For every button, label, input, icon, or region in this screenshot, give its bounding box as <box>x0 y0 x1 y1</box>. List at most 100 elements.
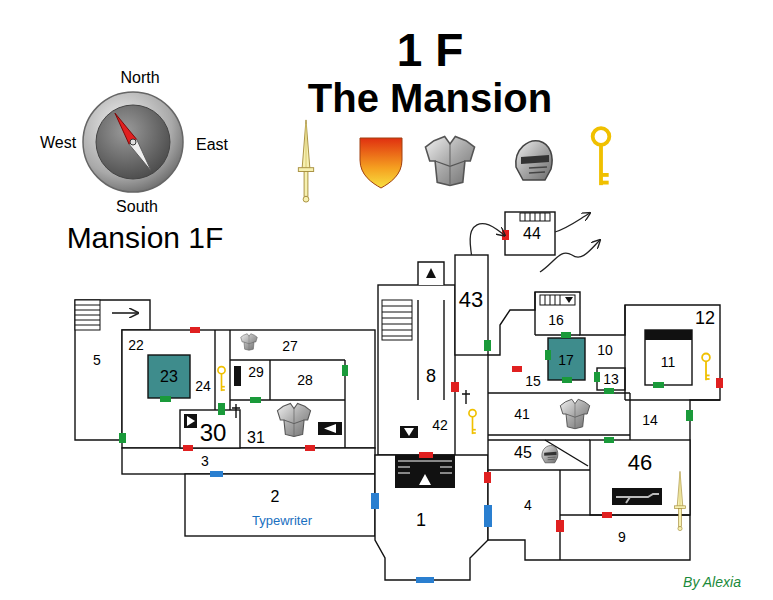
item-legend-icons <box>516 141 552 180</box>
room-area: 13 <box>601 370 621 388</box>
red-door <box>183 230 723 532</box>
mansion-walls <box>534 292 535 335</box>
green-door <box>562 377 572 383</box>
stairs-and-bars <box>462 390 470 404</box>
room-area: 14 <box>640 411 660 429</box>
green-door <box>604 437 614 443</box>
room-number: 3 <box>201 454 209 468</box>
item-icons <box>560 399 589 428</box>
room-number: 9 <box>618 530 626 544</box>
mansion-walls <box>597 368 625 390</box>
mansion-walls <box>269 360 270 400</box>
room-area: 3 <box>199 452 211 470</box>
room-area: 16 <box>546 311 566 329</box>
stairs-and-bars <box>419 474 431 485</box>
mansion-walls <box>148 355 190 398</box>
room-number: 27 <box>282 339 298 353</box>
item-icons <box>674 471 685 530</box>
room-area: 27 <box>280 337 300 355</box>
room-area: 9 <box>616 528 628 546</box>
green-door <box>218 403 225 415</box>
item-icons <box>542 446 558 463</box>
room-area: 11 <box>659 353 678 371</box>
compass <box>111 111 137 145</box>
mansion-walls <box>417 300 418 400</box>
room-area: 8 <box>424 365 438 387</box>
map-label: South <box>116 199 158 215</box>
item-legend-icons <box>593 128 610 185</box>
room-area: 1 <box>414 509 428 531</box>
stairs-and-bars <box>395 455 455 488</box>
route-arrow <box>470 224 505 255</box>
map-label: The Mansion <box>308 78 552 118</box>
room-number: 8 <box>426 367 436 385</box>
stairs-and-bars <box>398 461 452 473</box>
room-area: 2 <box>269 487 282 507</box>
room-number: 45 <box>514 445 532 461</box>
stairs-and-bars <box>612 488 662 505</box>
room-number: 29 <box>248 365 264 379</box>
green-door <box>160 396 171 402</box>
mansion-walls <box>488 434 630 435</box>
green-door <box>250 397 261 403</box>
room-number: 30 <box>200 421 227 445</box>
room-area: 10 <box>595 341 615 359</box>
room-area: 42 <box>430 416 450 434</box>
room-area: 31 <box>245 428 267 448</box>
room-number: 43 <box>459 289 483 311</box>
blue-door <box>416 577 434 583</box>
room-number: 41 <box>514 407 530 421</box>
compass <box>130 139 136 145</box>
red-door <box>305 445 315 451</box>
room-number: 24 <box>195 379 211 393</box>
room-number: 4 <box>524 498 532 512</box>
room-number: 10 <box>597 343 613 357</box>
mansion-walls <box>488 469 590 470</box>
stairs-and-bars <box>234 366 241 386</box>
mansion-walls <box>230 399 345 400</box>
mansion-walls <box>455 255 488 355</box>
compass <box>96 105 170 179</box>
red-door <box>502 230 509 240</box>
mansion-walls <box>590 440 690 515</box>
room-area: 22 <box>126 336 146 354</box>
green-door <box>594 372 600 382</box>
stairs-and-bars <box>616 494 659 503</box>
map-label: By Alexia <box>683 575 741 589</box>
stairs-and-bars <box>540 295 575 305</box>
green-door <box>604 388 614 394</box>
room-number: 14 <box>642 413 658 427</box>
mansion-walls <box>214 330 215 410</box>
red-door <box>190 327 200 333</box>
mansion-walls <box>418 262 444 285</box>
item-legend-icons <box>360 138 402 188</box>
item-legend-icons <box>298 120 313 202</box>
mansion-walls <box>535 334 580 335</box>
room-area: 29 <box>246 363 266 381</box>
item-icons <box>241 334 258 351</box>
stairs-and-bars <box>545 295 560 305</box>
stairs-and-bars <box>404 428 414 436</box>
room-area: 12 <box>693 307 717 329</box>
room-number: 28 <box>297 373 313 387</box>
mansion-walls <box>230 359 345 360</box>
item-icons <box>218 334 710 531</box>
green-door <box>545 350 551 360</box>
red-door <box>419 452 433 458</box>
mansion-walls <box>122 448 375 474</box>
red-door <box>451 382 459 392</box>
room-area: 5 <box>91 351 103 369</box>
stairs-and-bars <box>382 306 412 336</box>
room-number: 13 <box>603 372 619 386</box>
map-label: North <box>120 70 159 86</box>
room-number: 12 <box>695 309 715 327</box>
room-area: 28 <box>295 371 315 389</box>
green-door <box>653 382 664 388</box>
stairs-and-bars <box>75 305 100 325</box>
stairs-and-bars <box>426 268 436 278</box>
green-door <box>686 410 693 421</box>
room-number: 15 <box>525 374 541 388</box>
compass <box>129 140 155 174</box>
mansion-walls <box>625 399 720 400</box>
route-arrows <box>555 213 590 232</box>
